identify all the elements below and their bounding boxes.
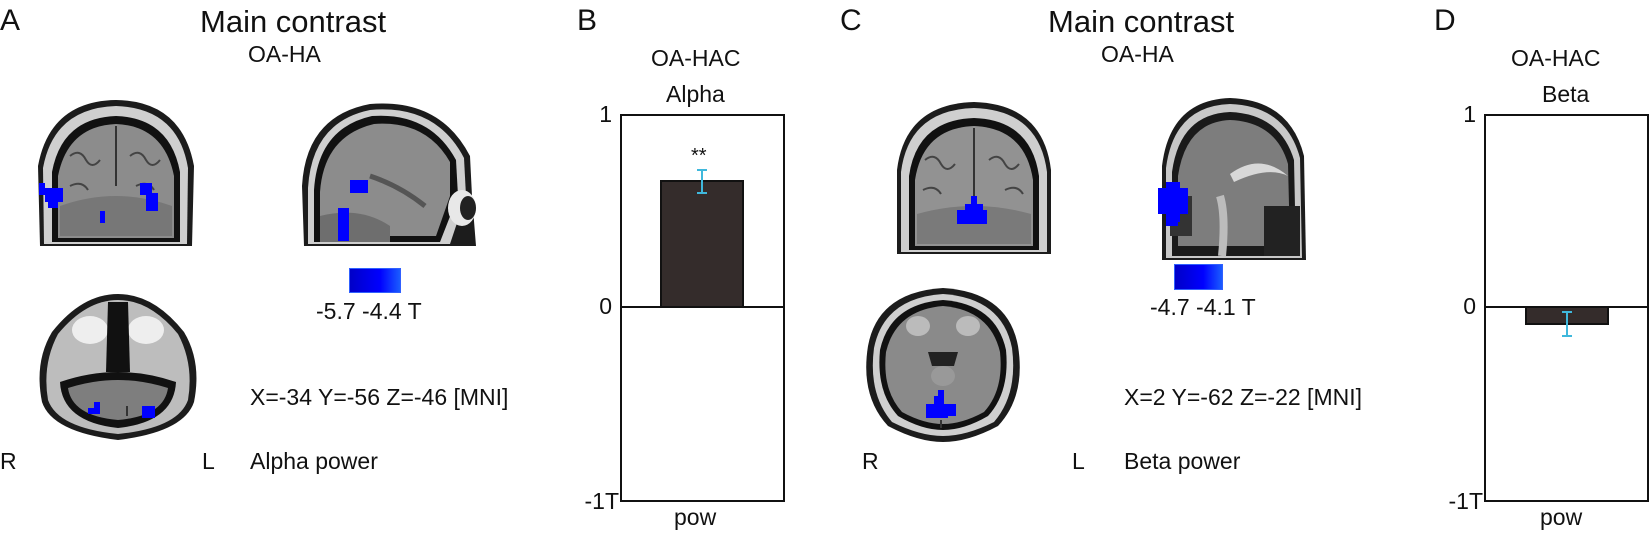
colorbar-c bbox=[1174, 264, 1223, 290]
chart-d-error-cap-bottom bbox=[1562, 335, 1572, 337]
brain-coronal-image bbox=[897, 102, 1051, 254]
colorbar-a-max: -4.4 bbox=[362, 298, 402, 324]
chart-b-significance: ** bbox=[691, 145, 707, 167]
orientation-left-c: L bbox=[1072, 448, 1085, 474]
chart-d-subtitle: Beta bbox=[1542, 81, 1590, 107]
cluster-sagittal-c-2 bbox=[1166, 182, 1180, 222]
chart-b-bar-pow bbox=[660, 180, 744, 308]
colorbar-c-min: -4.7 bbox=[1150, 294, 1190, 320]
panel-a-title: Main contrast bbox=[200, 4, 387, 39]
mni-coordinates-c: X=2 Y=-62 Z=-22 [MNI] bbox=[1124, 384, 1362, 410]
mni-coordinates-a: X=-34 Y=-56 Z=-46 [MNI] bbox=[250, 384, 509, 410]
brain-sagittal-view-c bbox=[1158, 96, 1306, 262]
chart-b-subtitle: Alpha bbox=[666, 81, 725, 107]
chart-d-ytick-neg1: -1T bbox=[1448, 488, 1484, 514]
panel-letter-d: D bbox=[1434, 4, 1456, 37]
colorbar-c-unit: T bbox=[1241, 294, 1256, 320]
brain-axial-view-c bbox=[858, 286, 1028, 442]
chart-b-error-cap-bottom bbox=[697, 192, 707, 194]
colorbar-a-min: -5.7 bbox=[316, 298, 356, 324]
chart-b-error-cap-top bbox=[697, 169, 707, 171]
panel-letter-a: A bbox=[0, 4, 21, 37]
panel-c-title: Main contrast bbox=[1048, 4, 1235, 39]
chart-d-title: OA-HAC bbox=[1511, 45, 1601, 71]
brain-coronal-view-c bbox=[893, 100, 1055, 256]
brain-axial-view-a bbox=[34, 292, 202, 442]
chart-d-xlabel: pow bbox=[1540, 504, 1583, 530]
panel-c-subtitle: OA-HA bbox=[1101, 41, 1174, 67]
chart-b-title: OA-HAC bbox=[651, 45, 741, 71]
colorbar-a bbox=[349, 268, 401, 293]
chart-b-ytick-neg1: -1T bbox=[584, 488, 620, 514]
chart-b-xlabel: pow bbox=[674, 504, 717, 530]
orientation-right-c: R bbox=[862, 448, 879, 474]
chart-d-error-bar bbox=[1566, 312, 1568, 337]
panel-letter-c: C bbox=[840, 4, 862, 37]
band-label-c: Beta power bbox=[1124, 448, 1241, 474]
brain-sagittal-image bbox=[302, 103, 476, 246]
panel-a-subtitle: OA-HA bbox=[248, 41, 321, 67]
orientation-right-a: R bbox=[0, 448, 17, 474]
colorbar-a-labels: -5.7 -4.4 T bbox=[316, 300, 422, 323]
brain-coronal-image bbox=[38, 100, 194, 246]
colorbar-c-max: -4.1 bbox=[1196, 294, 1236, 320]
chart-d-ytick-1: 1 bbox=[1463, 101, 1476, 127]
chart-b-ytick-1: 1 bbox=[599, 101, 612, 127]
colorbar-a-unit: T bbox=[407, 298, 422, 324]
brain-axial-image bbox=[866, 288, 1020, 442]
brain-sagittal-image bbox=[1162, 98, 1306, 260]
panel-letter-b: B bbox=[577, 4, 598, 37]
chart-b-error-bar bbox=[701, 170, 703, 194]
chart-b-ytick-0: 0 bbox=[599, 293, 612, 319]
orientation-left-a: L bbox=[202, 448, 215, 474]
chart-d-error-cap-top bbox=[1562, 311, 1572, 313]
band-label-a: Alpha power bbox=[250, 448, 378, 474]
brain-coronal-view-a bbox=[30, 96, 202, 248]
colorbar-c-labels: -4.7 -4.1 T bbox=[1150, 296, 1256, 319]
brain-sagittal-view-a bbox=[300, 96, 476, 248]
chart-d-ytick-0: 0 bbox=[1463, 293, 1476, 319]
brain-axial-image bbox=[39, 294, 197, 440]
